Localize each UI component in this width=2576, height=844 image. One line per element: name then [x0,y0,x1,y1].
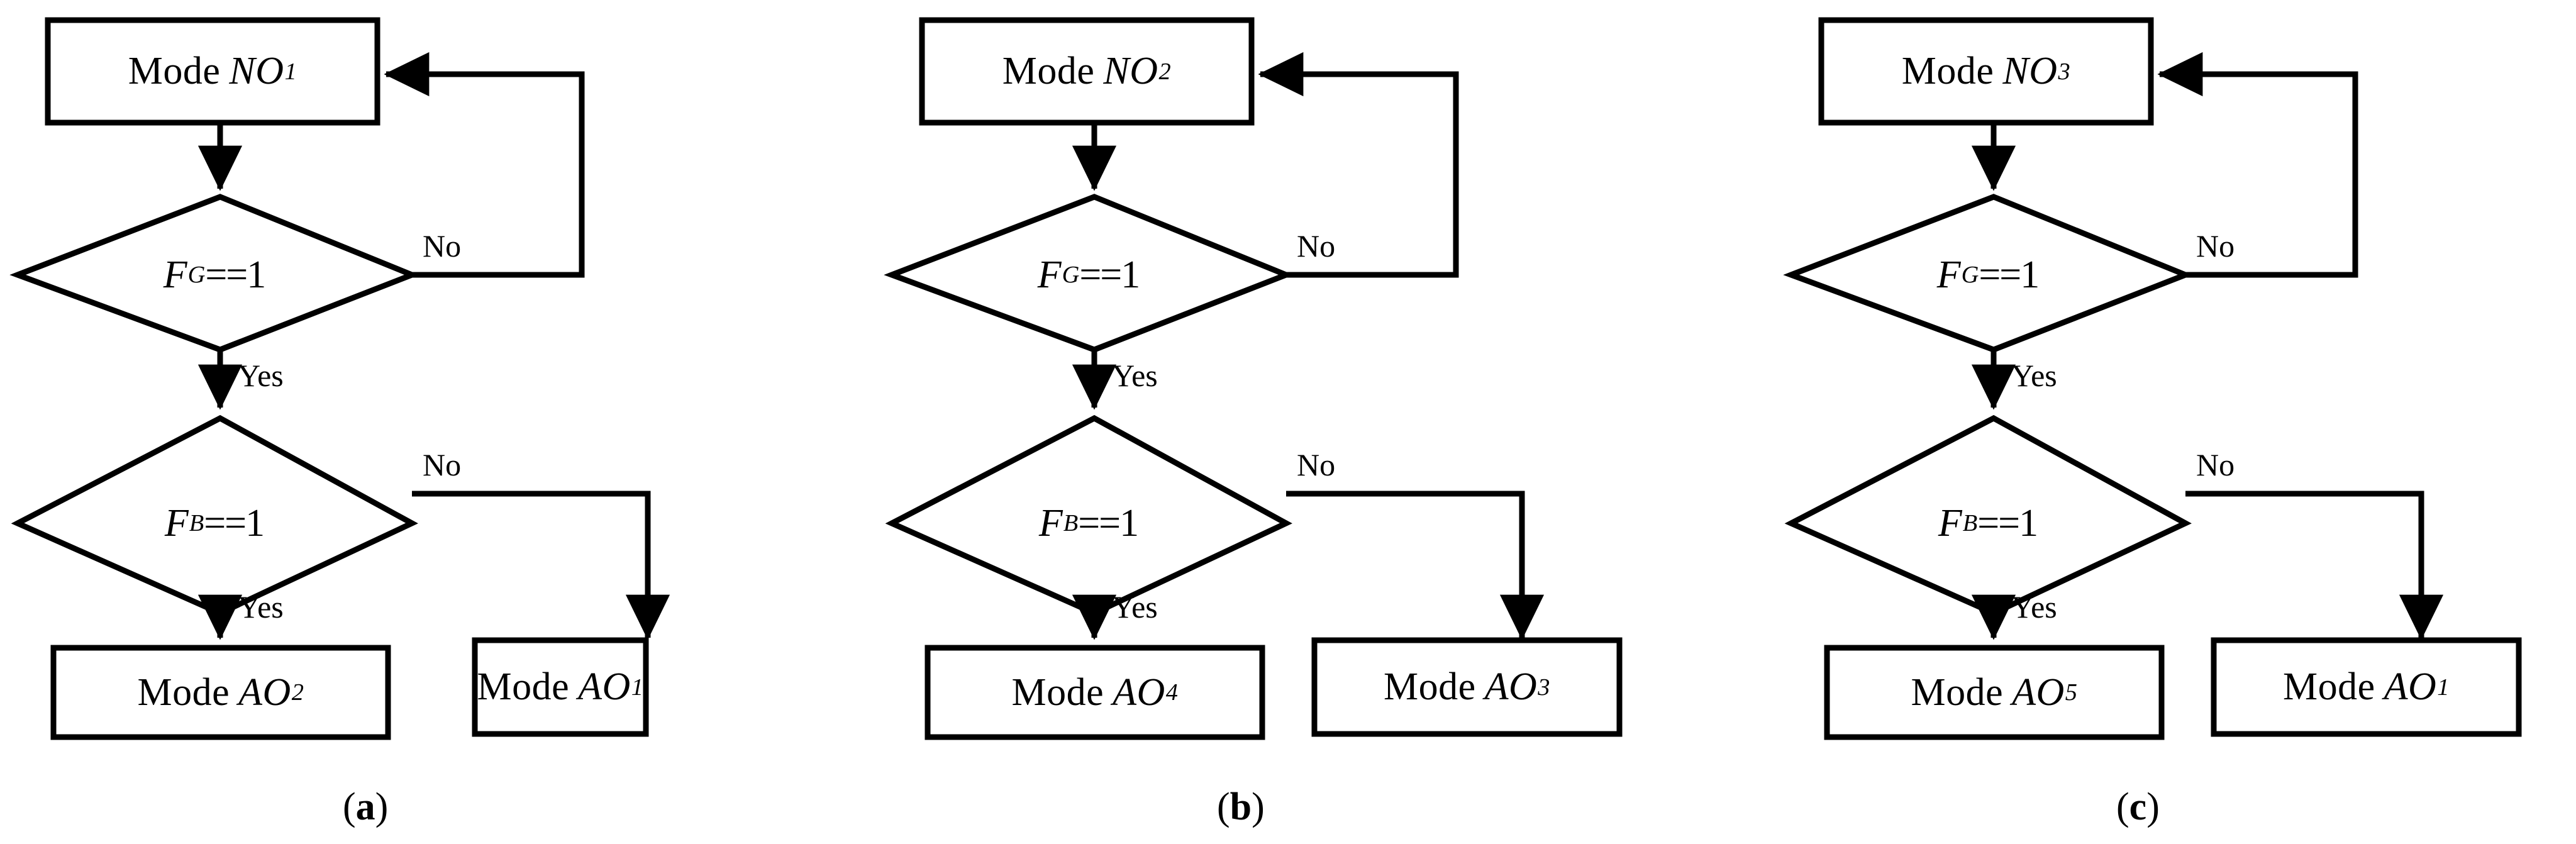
result-no-box-shape [472,637,649,737]
result-yes-box-shape [1824,645,2165,740]
edge-label-yes-1: Yes [2011,358,2057,393]
caption-open-paren: ( [343,786,356,828]
caption-letter: a [355,786,375,828]
caption-close-paren: ) [375,786,389,828]
result-yes-box-shape [50,645,391,740]
panel-a-graphics [9,17,670,740]
panel-caption-b: (b) [1217,785,1265,830]
caption-open-paren: ( [2116,786,2129,828]
edge-label-no-2: No [2196,447,2235,482]
decision-1-shape [1783,194,2194,353]
edge-label-no-2: No [423,447,462,482]
caption-letter: b [1230,786,1252,828]
panel-caption-a: (a) [343,785,388,830]
edge-decision1-no-feedback [2157,52,2358,278]
result-no-box-shape [1311,637,1623,737]
edge-label-yes-2: Yes [238,589,284,625]
panel-caption-c: (c) [2116,785,2160,830]
edge-label-no-1: No [2196,228,2235,264]
edge-decision1-no-feedback [384,52,585,278]
edge-label-yes-2: Yes [2011,589,2057,625]
edge-decision2-no [2185,491,2444,640]
edge-label-yes-1: Yes [1112,358,1158,393]
edge-decision2-no [412,491,670,640]
edge-label-no-1: No [423,228,462,264]
caption-close-paren: ) [2146,786,2160,828]
result-no-box-shape [2211,637,2522,737]
decision-1-shape [9,194,420,353]
edge-label-yes-2: Yes [1112,589,1158,625]
decision-2-shape [885,414,1292,616]
panel-c-graphics [1783,17,2522,740]
edge-label-no-1: No [1297,228,1336,264]
result-yes-box-shape [924,645,1265,740]
edge-decision1-no-feedback [1258,52,1459,278]
panel-b-graphics [884,17,1623,740]
start-box-shape [1818,17,2154,126]
edge-decision2-no [1286,491,1545,640]
start-box-shape [45,17,380,126]
decision-2-shape [1784,414,2192,616]
decision-2-shape [11,414,418,616]
edge-label-no-2: No [1297,447,1336,482]
edge-label-yes-1: Yes [238,358,284,393]
start-box-shape [919,17,1255,126]
caption-letter: c [2129,786,2147,828]
decision-1-shape [884,194,1294,353]
caption-open-paren: ( [1217,786,1230,828]
caption-close-paren: ) [1252,786,1265,828]
